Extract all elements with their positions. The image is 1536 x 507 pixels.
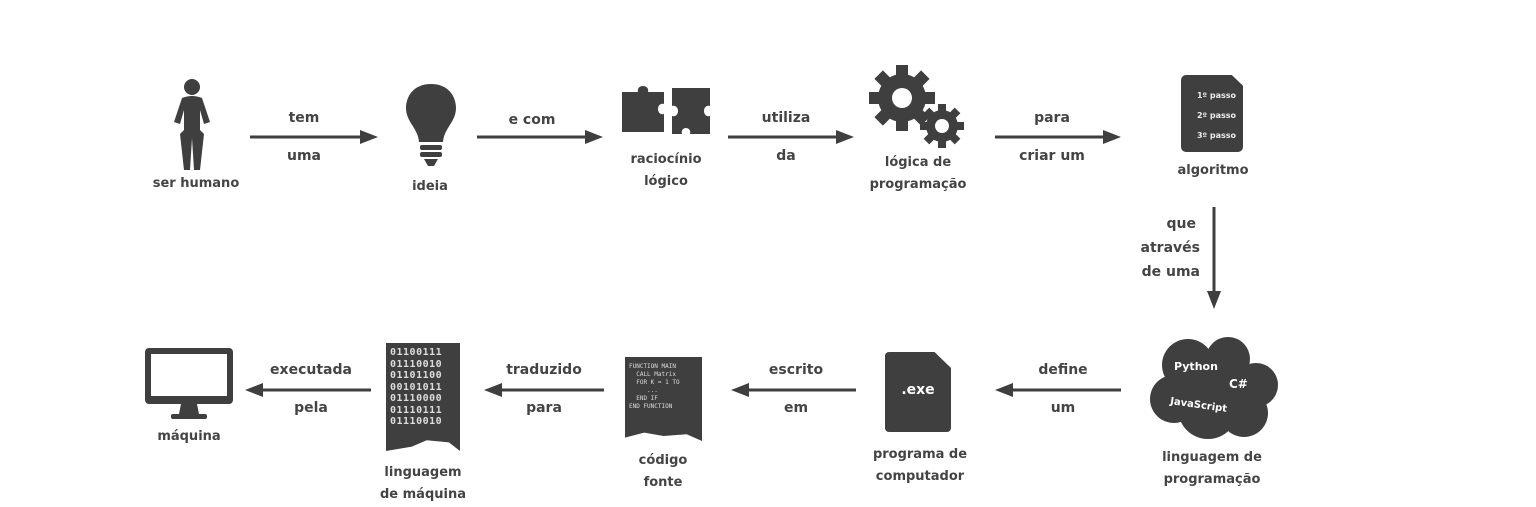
language-python: Python (1174, 360, 1218, 373)
node-reasoning-label-1: raciocínio (630, 152, 702, 167)
edge-label: criar um (1019, 148, 1085, 164)
node-machine-language-label-2: de máquina (379, 487, 467, 502)
edge-label: que (1166, 216, 1196, 232)
arrow-down (1207, 207, 1221, 309)
arrow-right (995, 130, 1121, 144)
code-line: END IF (629, 395, 658, 402)
node-program-label-1: programa de (872, 447, 968, 462)
code-line: ... (629, 387, 658, 394)
edge-label: define (1038, 362, 1088, 378)
arrow-right (477, 130, 603, 144)
node-machine-language-label-1: linguagem (384, 465, 462, 480)
binary-line: 00101011 (390, 381, 443, 393)
edge-label: traduzido (506, 362, 582, 378)
binary-line: 01101100 (390, 370, 443, 381)
edge-label: um (1050, 400, 1076, 416)
puzzle-icon (622, 86, 710, 134)
edge-label: em (783, 400, 809, 416)
person-icon (174, 79, 210, 170)
algorithm-step: 1º passo (1196, 91, 1236, 100)
code-line: FUNCTION MAIN (629, 363, 676, 370)
node-algorithm-label: algoritmo (1177, 163, 1249, 178)
gears-icon (869, 65, 964, 148)
edge-label: da (776, 148, 796, 164)
binary-line: 01110000 (390, 393, 443, 404)
edge-label: utiliza (761, 110, 811, 126)
edge-label: escrito (768, 362, 824, 378)
edge-label: de uma (1141, 264, 1200, 280)
arrow-right (250, 130, 378, 144)
node-language-label-2: programação (1163, 472, 1261, 487)
algorithm-document-icon: 1º passo 2º passo 3º passo (1181, 75, 1243, 152)
node-human-label: ser humano (152, 176, 240, 191)
edge-label: uma (286, 148, 322, 164)
node-machine-label: máquina (157, 429, 221, 444)
arrow-left (995, 383, 1121, 397)
node-program-label-2: computador (875, 469, 965, 484)
cloud-icon (1150, 337, 1278, 439)
algorithm-step: 2º passo (1196, 111, 1236, 120)
arrow-left (731, 383, 856, 397)
node-language-label-1: linguagem de (1162, 450, 1262, 465)
edge-label: executada (270, 362, 352, 378)
binary-line: 01110010 (390, 358, 443, 370)
edge-label: para (1034, 110, 1070, 126)
node-idea-label: ideia (412, 179, 448, 194)
monitor-icon (145, 348, 233, 419)
arrow-right (728, 130, 854, 144)
edge-label: através (1140, 240, 1200, 256)
source-code-document-icon: FUNCTION MAIN CALL Matrix FOR K = 1 TO .… (625, 357, 702, 441)
edge-label: para (526, 400, 562, 416)
edge-label: e com (508, 112, 556, 128)
arrow-left (245, 383, 371, 397)
node-reasoning-label-2: lógico (644, 174, 688, 189)
algorithm-step: 3º passo (1196, 131, 1236, 140)
node-logic-label-1: lógica de (884, 155, 952, 170)
binary-line: 01110010 (390, 416, 443, 427)
edge-label: tem (288, 110, 320, 126)
node-source-code-label-1: código (638, 453, 688, 468)
binary-line: 01110111 (390, 404, 443, 416)
lightbulb-icon (406, 84, 456, 166)
node-source-code-label-2: fonte (643, 475, 683, 490)
arrow-left (484, 383, 604, 397)
exe-file-icon: .exe (885, 352, 951, 432)
code-line: CALL Matrix (629, 371, 676, 378)
edge-label: pela (294, 400, 328, 416)
node-logic-label-2: programação (869, 177, 967, 192)
binary-line: 01100111 (390, 347, 443, 358)
code-line: FOR K = 1 TO (629, 379, 680, 386)
binary-document-icon: 01100111 01110010 01101100 00101011 0111… (386, 343, 460, 451)
language-csharp: C# (1229, 377, 1248, 391)
code-line: END FUNCTION (629, 403, 673, 410)
